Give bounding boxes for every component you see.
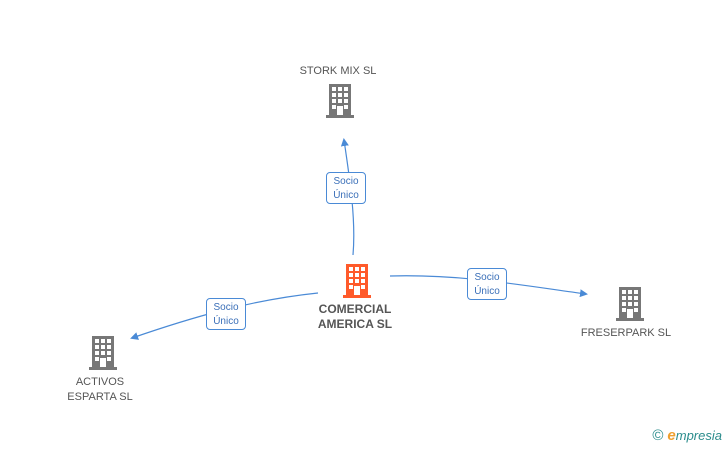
- building-icon: [89, 336, 117, 370]
- node-freserpark-name: FRESERPARK SL: [580, 327, 672, 339]
- edge-label-top-line1: Socio: [333, 176, 359, 187]
- copyright-icon: ©: [652, 427, 664, 444]
- node-stork-mix-label: STORK MIX SL: [288, 64, 388, 79]
- node-activos-esparta-line1: ACTIVOS: [75, 376, 125, 388]
- edge-label-top-line2: Único: [333, 190, 359, 201]
- edge-label-right: Socio Único: [467, 268, 507, 300]
- node-activos-esparta-line2: ESPARTA SL: [67, 391, 133, 403]
- brand-logo-rest: mpresia: [675, 428, 722, 443]
- brand-logo-initial: e: [667, 427, 676, 444]
- node-comercial-america-line2: AMERICA SL: [317, 317, 393, 331]
- brand-logo: empresia: [667, 427, 722, 444]
- edge-label-left: Socio Único: [206, 298, 246, 330]
- node-comercial-america-label: COMERCIAL AMERICA SL: [300, 302, 410, 332]
- copyright-notice: © empresia: [652, 427, 722, 444]
- edge-label-left-line2: Único: [213, 316, 239, 327]
- edge-label-right-line2: Único: [474, 286, 500, 297]
- edge-label-left-line1: Socio: [213, 302, 239, 313]
- edge-label-top: Socio Único: [326, 172, 366, 204]
- building-icon: [326, 84, 354, 118]
- node-freserpark-label: FRESERPARK SL: [576, 326, 676, 341]
- node-activos-esparta-label: ACTIVOS ESPARTA SL: [50, 375, 150, 405]
- node-comercial-america-line1: COMERCIAL: [318, 302, 392, 316]
- building-icon: [616, 287, 644, 321]
- building-icon-highlighted: [343, 264, 371, 298]
- node-stork-mix-name: STORK MIX SL: [299, 65, 377, 77]
- edge-label-right-line1: Socio: [474, 272, 500, 283]
